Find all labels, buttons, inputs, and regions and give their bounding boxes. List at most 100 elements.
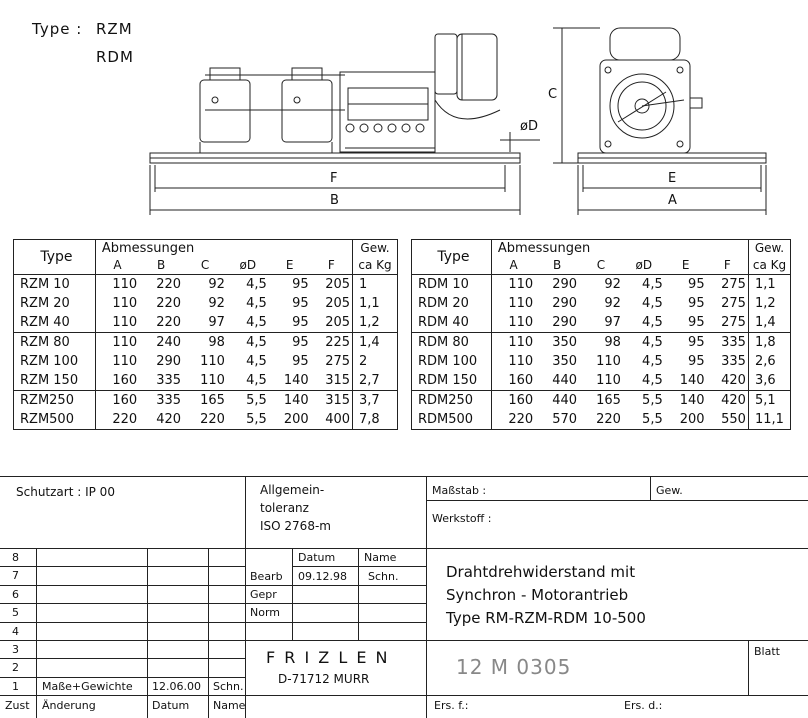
type-cell: RZM500 bbox=[13, 410, 96, 430]
rev1-name: Schn. bbox=[213, 680, 244, 693]
value-cell: 200 bbox=[283, 412, 309, 427]
gew-header: Gew. bbox=[352, 239, 398, 257]
value-cell: 140 bbox=[268, 390, 311, 410]
col-f-header: F bbox=[723, 258, 731, 272]
value-cell: 4,5 bbox=[642, 373, 663, 388]
value-cell: 420 bbox=[721, 373, 746, 388]
value-cell: 2,7 bbox=[352, 371, 398, 391]
ers-f-label: Ers. f.: bbox=[434, 699, 469, 712]
type-cell: RDM500 bbox=[411, 410, 492, 430]
col-d-header: øD bbox=[635, 258, 653, 272]
value-cell: 4,5 bbox=[226, 274, 269, 294]
value-cell: 95 bbox=[292, 354, 309, 369]
revision-number: 5 bbox=[12, 606, 19, 619]
value-cell: 95 bbox=[664, 274, 707, 294]
value-cell: 225 bbox=[310, 332, 353, 352]
revision-number: 7 bbox=[12, 569, 19, 582]
gew-unit-header: ca Kg bbox=[352, 257, 398, 275]
type-cell: RDM 10 bbox=[411, 274, 492, 294]
value-cell: 5,5 bbox=[226, 390, 269, 410]
revision-number: 3 bbox=[12, 643, 19, 656]
value-cell: 95 bbox=[292, 296, 309, 311]
value-cell: 98 bbox=[579, 332, 623, 352]
value-cell: 110 bbox=[95, 274, 140, 294]
value-cell: 400 bbox=[325, 412, 351, 427]
value-cell: 4,5 bbox=[246, 373, 267, 388]
value-cell: 1,2 bbox=[747, 294, 791, 313]
col-b-header: B bbox=[157, 258, 166, 272]
value-cell: 110 bbox=[596, 354, 621, 369]
gew-label: Gew. bbox=[656, 484, 683, 497]
dim-e-label: E bbox=[668, 171, 677, 186]
dim-f-label: F bbox=[330, 171, 338, 186]
value-cell: 420 bbox=[156, 412, 182, 427]
dim-a-label: A bbox=[668, 193, 677, 208]
datum-header: Datum bbox=[298, 551, 336, 564]
bearb-date: 09.12.98 bbox=[298, 570, 347, 583]
value-cell: 110 bbox=[491, 274, 536, 294]
company-address: D-71712 MURR bbox=[278, 672, 370, 686]
value-cell: 1,1 bbox=[747, 274, 791, 294]
value-cell: 110 bbox=[112, 296, 138, 311]
value-cell: 350 bbox=[552, 354, 578, 369]
drawing-title-line2: Synchron - Motorantrieb bbox=[446, 586, 629, 604]
gepr-label: Gepr bbox=[250, 588, 277, 601]
footer-aenderung: Änderung bbox=[42, 699, 96, 712]
value-cell: 140 bbox=[283, 373, 309, 388]
type-cell: RDM 20 bbox=[411, 294, 492, 313]
bearb-label: Bearb bbox=[250, 570, 283, 583]
value-cell: 240 bbox=[139, 332, 184, 352]
value-cell: 110 bbox=[596, 373, 621, 388]
name-header: Name bbox=[364, 551, 397, 564]
value-cell: 110 bbox=[508, 354, 534, 369]
rdm-dimension-table: Type Abmessungen Gew. A B C øD E F ca Kg… bbox=[411, 239, 791, 430]
value-cell: 110 bbox=[112, 315, 138, 330]
value-cell: 1 bbox=[352, 274, 398, 294]
value-cell: 4,5 bbox=[246, 296, 267, 311]
value-cell: 95 bbox=[268, 332, 311, 352]
value-cell: 420 bbox=[706, 390, 749, 410]
value-cell: 220 bbox=[596, 412, 621, 427]
col-e-header: E bbox=[681, 258, 690, 272]
value-cell: 160 bbox=[112, 373, 138, 388]
value-cell: 335 bbox=[721, 354, 746, 369]
bearb-name: Schn. bbox=[368, 570, 399, 583]
value-cell: 165 bbox=[579, 390, 623, 410]
revision-number: 4 bbox=[12, 625, 19, 638]
value-cell: 1,4 bbox=[747, 313, 791, 333]
drawing-title-line3: Type RM-RZM-RDM 10-500 bbox=[446, 609, 646, 627]
col-c-header: C bbox=[596, 258, 606, 272]
col-b-header: B bbox=[553, 258, 562, 272]
value-cell: 220 bbox=[112, 412, 138, 427]
type-cell: RZM 100 bbox=[13, 352, 96, 371]
value-cell: 4,5 bbox=[226, 332, 269, 352]
value-cell: 4,5 bbox=[246, 315, 267, 330]
col-type-header: Type bbox=[13, 239, 96, 275]
revision-number: 6 bbox=[12, 588, 19, 601]
value-cell: 275 bbox=[721, 315, 746, 330]
value-cell: 1,2 bbox=[352, 313, 398, 333]
value-cell: 160 bbox=[491, 390, 536, 410]
value-cell: 11,1 bbox=[747, 410, 791, 430]
tolerance-line1: Allgemein- bbox=[260, 483, 325, 497]
value-cell: 95 bbox=[664, 332, 707, 352]
value-cell: 95 bbox=[688, 315, 705, 330]
value-cell: 5,1 bbox=[747, 390, 791, 410]
value-cell: 440 bbox=[552, 373, 578, 388]
value-cell: 290 bbox=[552, 315, 578, 330]
rzm-dimension-table: Type Abmessungen Gew. A B C øD E F ca Kg… bbox=[13, 239, 398, 430]
value-cell: 550 bbox=[721, 412, 746, 427]
value-cell: 110 bbox=[200, 373, 225, 388]
value-cell: 335 bbox=[156, 373, 182, 388]
value-cell: 315 bbox=[325, 373, 351, 388]
value-cell: 3,6 bbox=[747, 371, 791, 391]
value-cell: 4,5 bbox=[622, 274, 665, 294]
